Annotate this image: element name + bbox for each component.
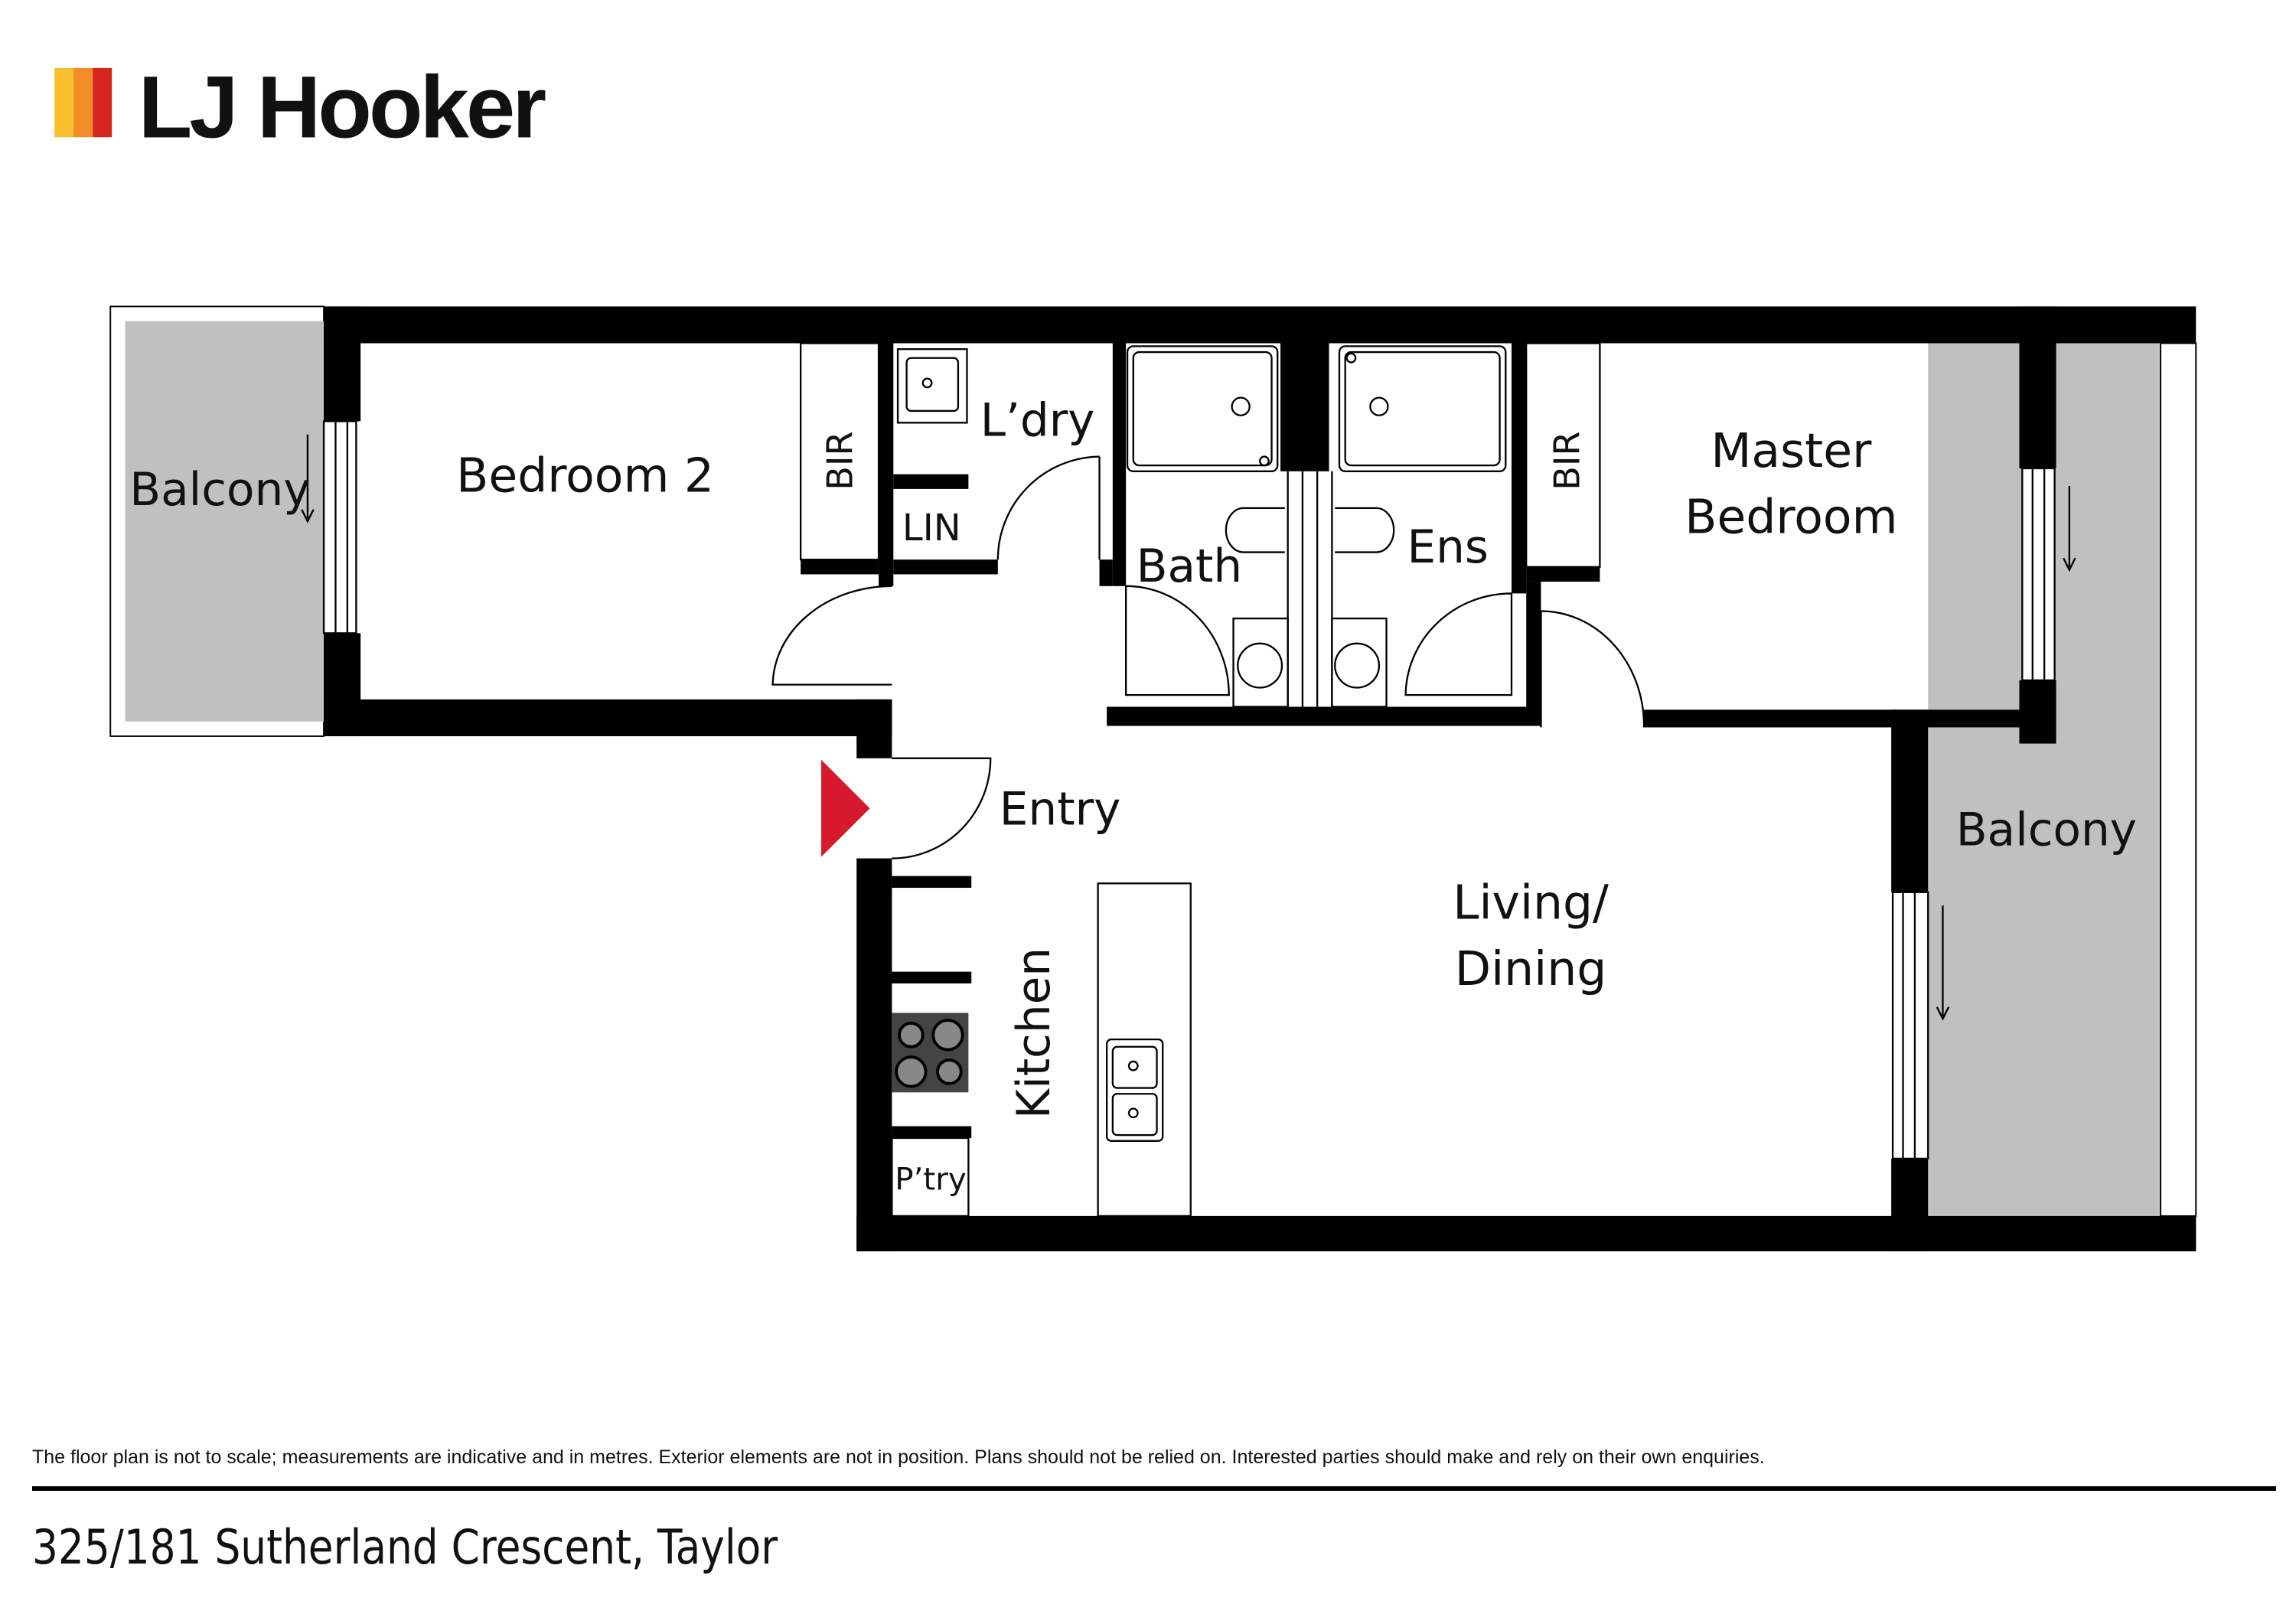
label-balcony-left: Balcony [129, 464, 310, 517]
logo-text: LJ Hooker [139, 58, 546, 156]
sliding-arrow-icon [1936, 905, 1950, 1021]
windows [301, 420, 2076, 1160]
label-pantry: P’try [895, 1161, 967, 1197]
built-in-robe-right [1525, 342, 1601, 568]
sliding-arrow-icon [301, 434, 315, 523]
kitchen-sink-icon [1106, 1038, 1164, 1142]
disclaimer: The floor plan is not to scale; measurem… [32, 1446, 1765, 1468]
basin-icon [1232, 617, 1289, 708]
label-bir-left: BIR [819, 431, 860, 490]
fixtures [800, 342, 1601, 1218]
footer-divider [32, 1486, 2276, 1491]
balcony-right-edge [2160, 342, 2197, 1217]
door-bedroom2 [771, 585, 892, 686]
balcony-left [125, 321, 325, 722]
label-lin: LIN [902, 507, 961, 549]
sliding-arrow-icon [2063, 486, 2076, 572]
cooktop-icon [892, 1013, 969, 1093]
label-master-1: Master [1711, 423, 1872, 478]
label-laundry: L’dry [980, 395, 1095, 448]
door-entry [892, 757, 992, 859]
toilet-icon [1225, 507, 1285, 553]
door-bath [1125, 585, 1230, 696]
door-laundry [996, 455, 1101, 560]
label-entry: Entry [1000, 783, 1121, 836]
entry-marker-icon [821, 759, 870, 857]
toilet-icon [1335, 507, 1395, 553]
label-balcony-right: Balcony [1956, 804, 2137, 856]
walls [324, 306, 2197, 1252]
label-living-1: Living/ [1453, 875, 1609, 930]
doors [771, 455, 1645, 859]
label-master-2: Bedroom [1684, 490, 1897, 545]
ensuite-shower-icon [1338, 345, 1507, 472]
lj-hooker-logo: LJ Hooker [54, 58, 549, 156]
bath-shower-icon [1126, 345, 1279, 472]
built-in-robe-left [800, 342, 880, 561]
label-bedroom2: Bedroom 2 [456, 448, 714, 504]
logo-stripe-orange [73, 67, 93, 138]
label-bir-right: BIR [1546, 431, 1587, 490]
laundry-tub-icon [896, 348, 968, 424]
label-bath: Bath [1137, 540, 1243, 593]
balcony-right-upper [2056, 343, 2161, 726]
property-address: 325/181 Sutherland Crescent, Taylor [32, 1519, 778, 1575]
door-ensuite [1404, 592, 1513, 696]
kitchen-island [1097, 882, 1192, 1218]
label-kitchen: Kitchen [1008, 947, 1061, 1119]
logo-stripe-red [93, 67, 113, 138]
logo-stripe-yellow [54, 67, 74, 138]
label-ens: Ens [1407, 521, 1489, 574]
pantry [891, 1136, 970, 1218]
basin-icon [1331, 617, 1388, 708]
door-master [1540, 610, 1645, 728]
label-living-2: Dining [1455, 941, 1607, 996]
